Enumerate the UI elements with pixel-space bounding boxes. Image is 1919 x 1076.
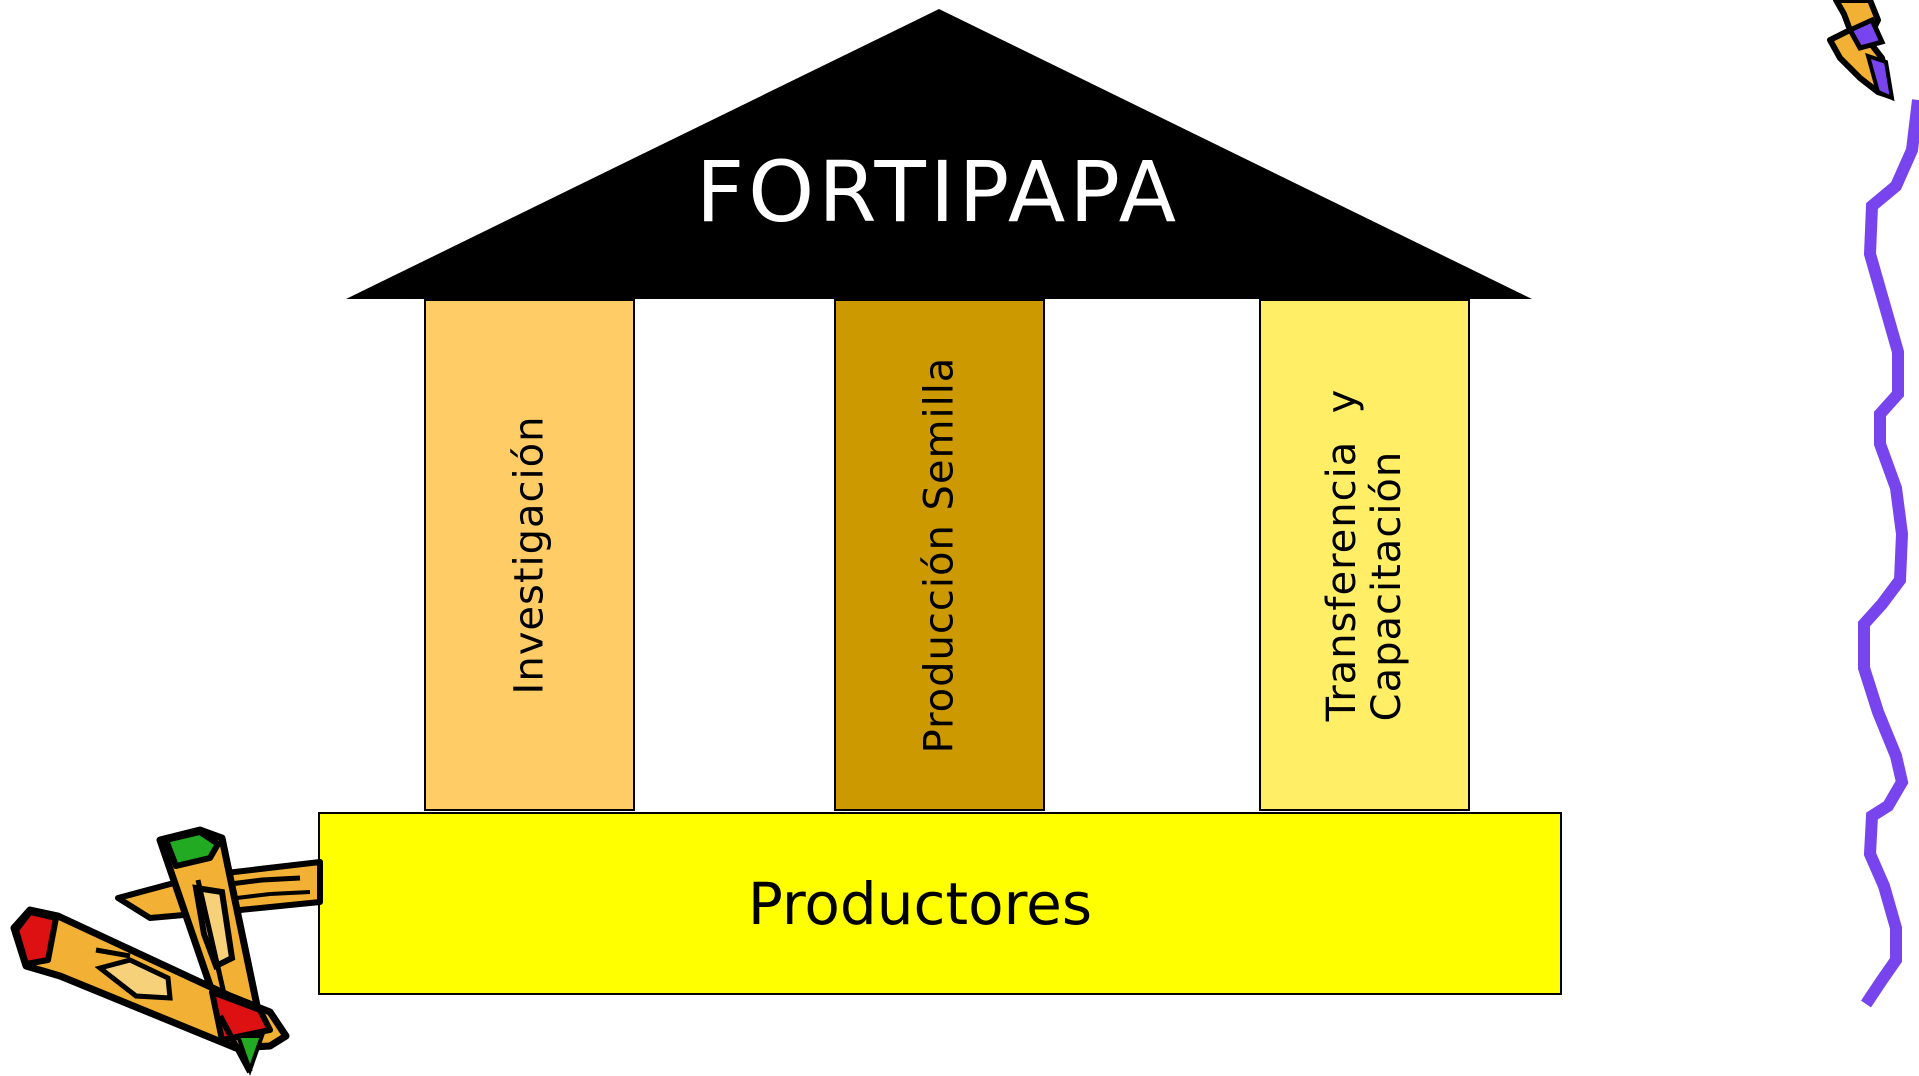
pillar-produccion-semilla: Producción Semilla [834,299,1045,811]
pillar-label: Producción Semilla [916,356,963,754]
pencils-icon [10,826,323,1076]
base-label: Productores [747,869,1093,938]
pillar-label: Transferencia y Capacitación [1318,388,1410,722]
base-platform: Productores [318,812,1562,995]
pencil-squiggle-icon [1827,0,1919,1008]
pillar-transferencia-capacitacion: Transferencia y Capacitación [1259,299,1470,811]
roof-title: FORTIPAPA [695,143,1181,241]
pillar-label: Investigación [506,415,553,695]
pillar-investigacion: Investigación [424,299,635,811]
roof-triangle [346,9,1532,299]
